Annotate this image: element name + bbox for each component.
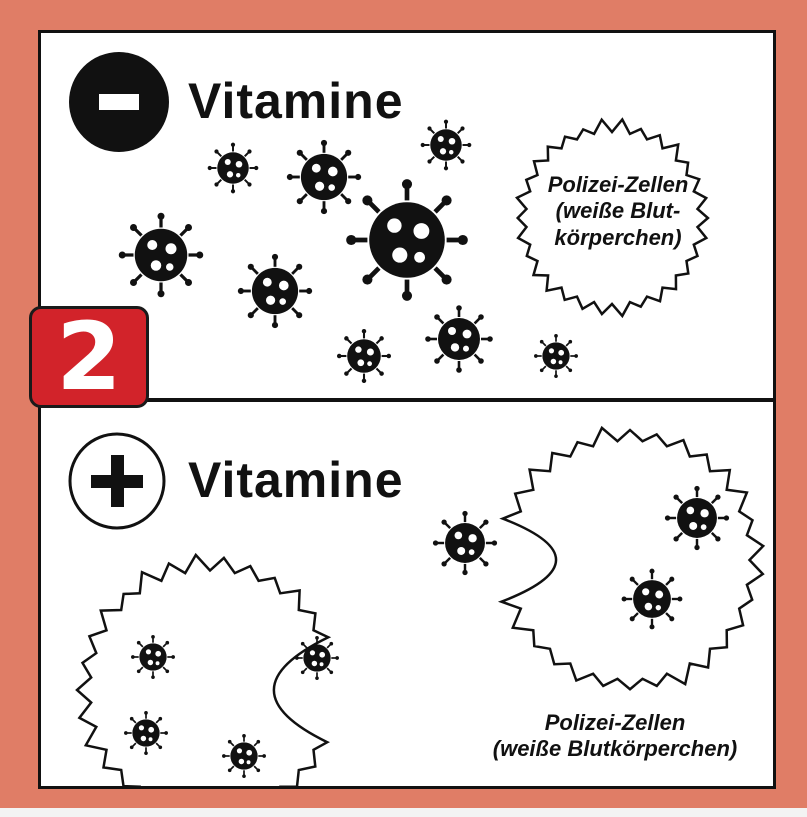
virus-icon xyxy=(295,636,339,680)
virus-icon xyxy=(124,711,168,755)
white-blood-cell-icon xyxy=(515,117,710,319)
white-blood-cell-label-bottom: Polizei-Zellen (weiße Blutkörperchen) xyxy=(460,710,770,763)
virus-icon xyxy=(421,120,472,171)
label-line: (weiße Blutkörperchen) xyxy=(492,736,738,762)
white-blood-cell-label-top: Polizei-Zellen (weiße Blut- körperchen) xyxy=(528,172,708,251)
virus-icon xyxy=(534,334,578,378)
label-line: körperchen) xyxy=(554,224,682,250)
bottom-strip xyxy=(0,808,807,817)
virus-icon xyxy=(238,254,312,328)
virus-icon xyxy=(208,143,259,194)
title-with-vitamins: Vitamine xyxy=(188,452,404,508)
label-line: (weiße Blut- xyxy=(555,198,681,224)
label-line: Polizei-Zellen xyxy=(544,710,686,735)
step-number: 2 xyxy=(56,303,122,412)
label-line: Polizei-Zellen xyxy=(547,172,689,197)
virus-icon xyxy=(622,569,683,630)
virus-icon xyxy=(222,734,266,778)
title-without-vitamins: Vitamine xyxy=(188,73,404,129)
virus-icon xyxy=(665,486,729,550)
virus-icon xyxy=(346,179,468,301)
virus-icon xyxy=(119,213,204,298)
virus-icon xyxy=(337,329,391,383)
virus-icon xyxy=(425,305,493,373)
virus-icon xyxy=(287,140,361,214)
virus-icon xyxy=(433,511,497,575)
step-number-badge: 2 xyxy=(29,303,149,412)
white-blood-cell-icon xyxy=(497,425,766,691)
virus-icon xyxy=(131,635,175,679)
minus-circle-icon xyxy=(69,52,169,152)
plus-circle-icon xyxy=(68,432,166,530)
white-blood-cell-icon xyxy=(75,552,332,786)
